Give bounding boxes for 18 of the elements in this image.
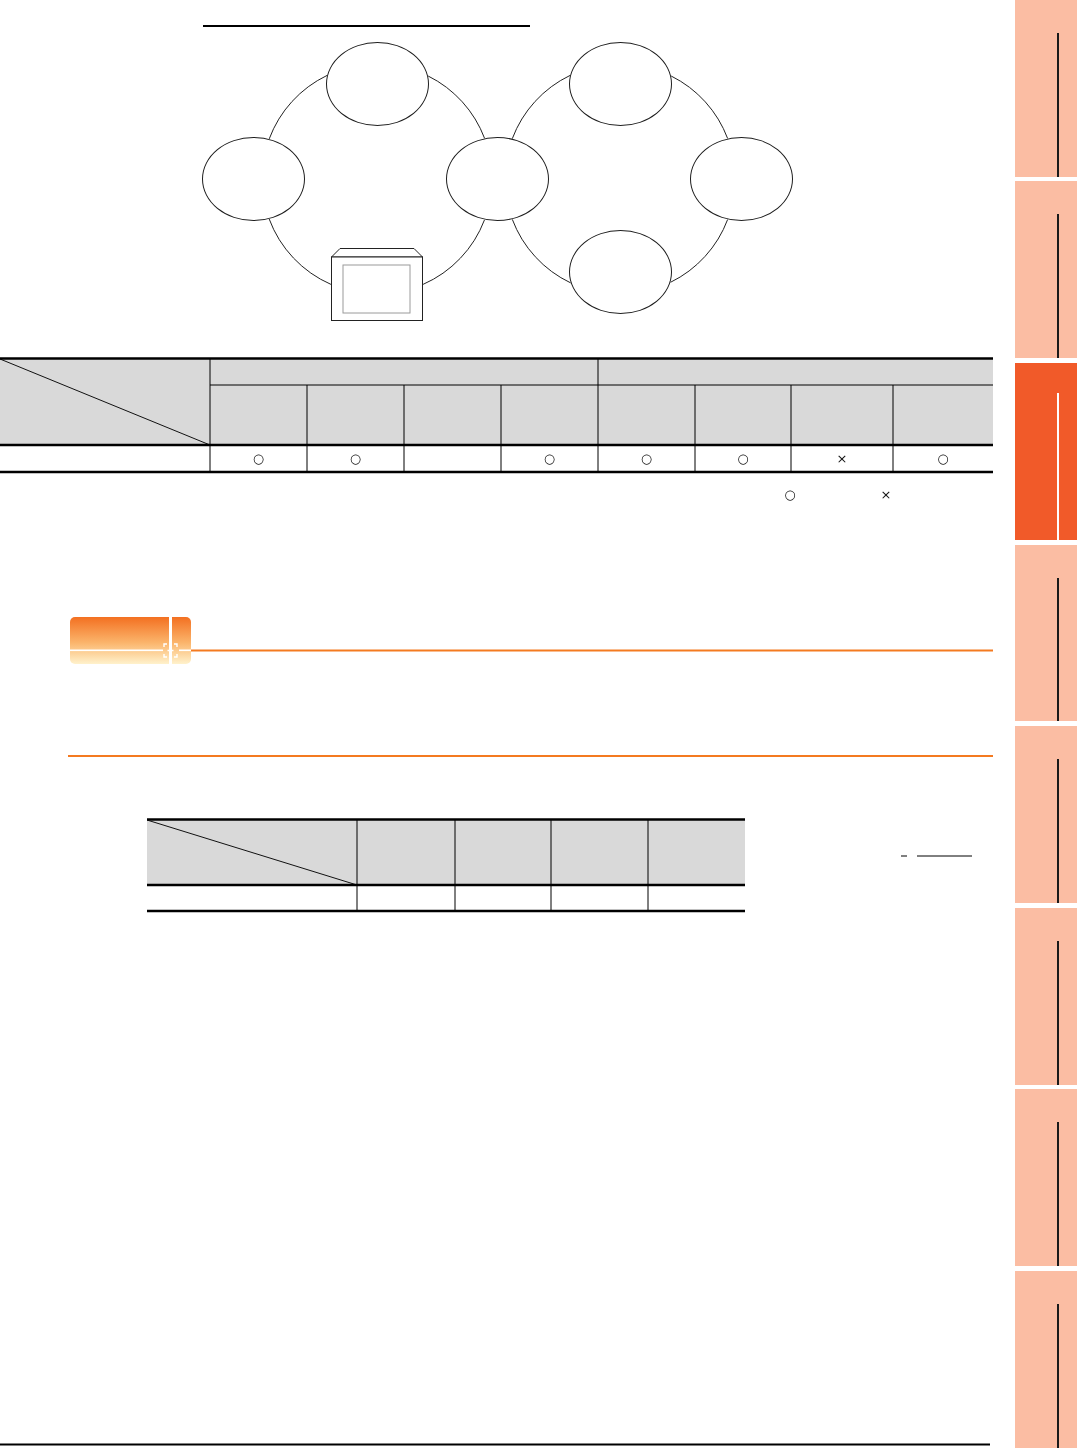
monitor-drawing	[331, 248, 423, 321]
connection-line	[511, 218, 572, 284]
connection-line	[268, 218, 332, 285]
support-mark: ○	[640, 451, 653, 465]
note-mark: ○	[784, 487, 796, 501]
support-mark: ○	[543, 451, 556, 465]
connection-line	[670, 219, 729, 283]
connection-line	[670, 75, 729, 139]
support-mark: ○	[937, 451, 949, 465]
connection-line	[511, 74, 571, 140]
note-mark: ×	[880, 487, 892, 501]
connection-line	[427, 75, 486, 139]
support-mark: ○	[252, 451, 265, 465]
connection-line	[422, 219, 485, 285]
connection-line	[268, 74, 328, 140]
support-mark: ○	[737, 451, 749, 465]
support-mark: ○	[349, 451, 362, 465]
support-mark: ×	[836, 451, 848, 465]
